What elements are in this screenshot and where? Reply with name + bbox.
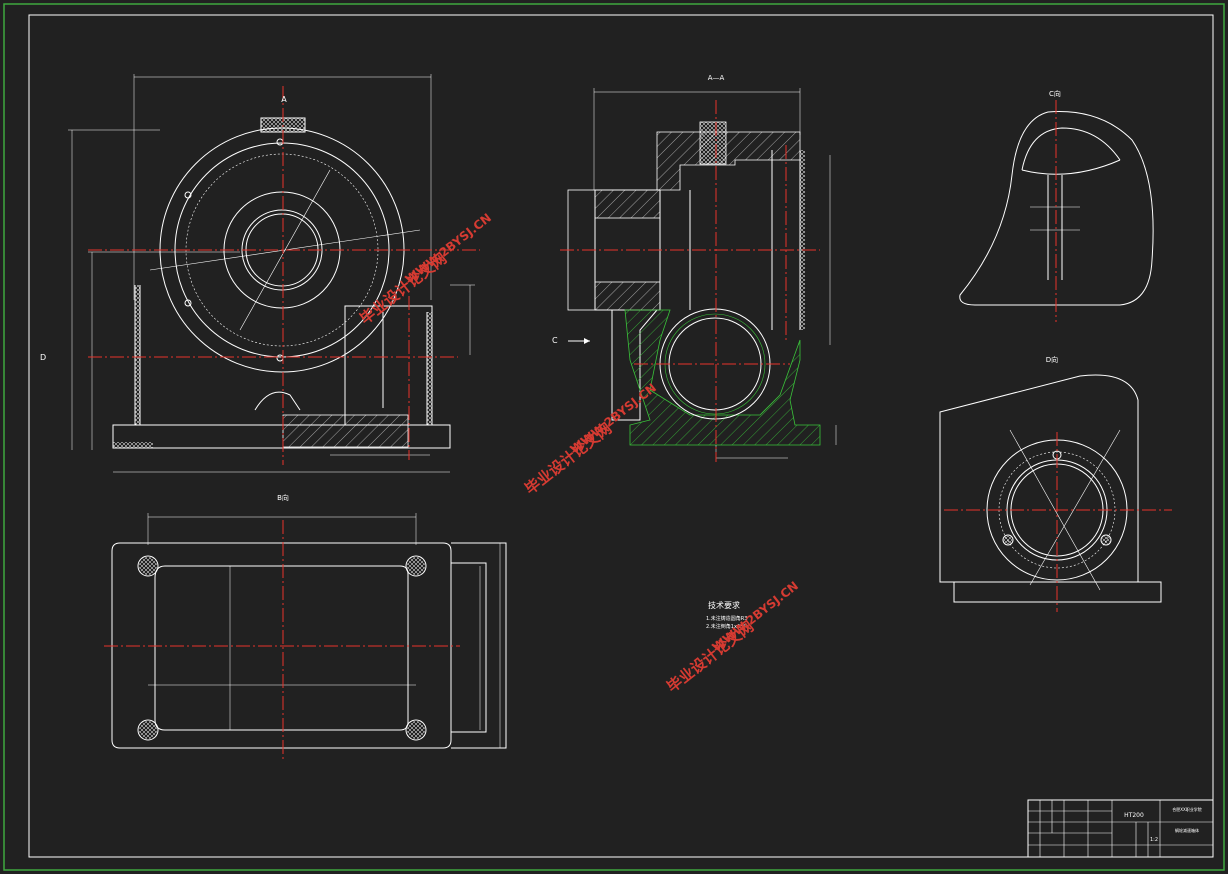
title-block-scale: 1:2 [1150, 837, 1158, 843]
view-label-c: C [552, 336, 558, 345]
svg-text:WWW.2BYSJ.CN: WWW.2BYSJ.CN [402, 211, 494, 287]
section-aa [560, 88, 837, 462]
title-block [1027, 799, 1214, 858]
tech-requirements-title: 技术要求 [708, 600, 740, 610]
view-label-b: B向 [277, 493, 289, 502]
view-label-d-direction: D向 [1046, 355, 1058, 364]
title-block-school: 合肥XX职业学院 [1172, 806, 1201, 812]
view-c [959, 100, 1154, 322]
view-label-a: A [281, 95, 287, 104]
view-b [104, 513, 507, 760]
watermark-3: 毕业设计论文网 WWW.2BYSJ.CN [663, 579, 801, 697]
view-label-c-direction: C向 [1049, 89, 1061, 98]
view-label-d: D [40, 353, 46, 362]
watermark-1: 毕业设计论文网 WWW.2BYSJ.CN [356, 211, 494, 329]
tech-requirements-item-2: 2.未注倒角1x45° [706, 623, 746, 630]
front-view [68, 74, 480, 473]
view-d [939, 374, 1172, 612]
title-block-material: HT200 [1124, 812, 1144, 819]
inner-frame [28, 14, 1214, 858]
title-block-part-name: 蜗轮减速箱体 [1175, 827, 1199, 833]
section-label-aa: A—A [708, 74, 725, 82]
outer-frame [3, 3, 1225, 871]
tech-requirements-item-1: 1.未注铸造圆角R3 [706, 615, 747, 622]
